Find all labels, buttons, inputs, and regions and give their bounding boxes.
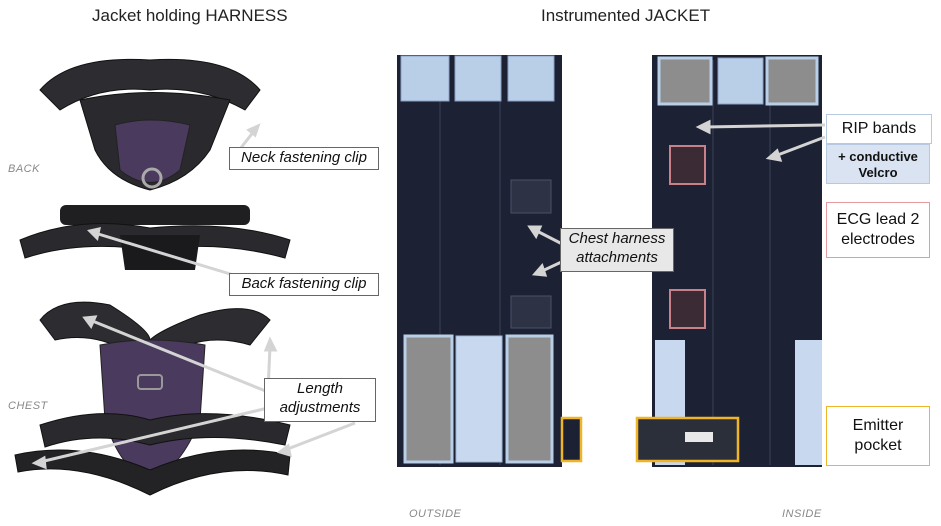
neck-clip-callout: Neck fastening clip [229, 147, 379, 170]
jacket-inside-image [635, 55, 822, 467]
legend-rip-bands: RIP bands [826, 114, 932, 144]
legend-ecg-electrodes: ECG lead 2 electrodes [826, 202, 930, 258]
legend-velcro-line1: + conductive [838, 149, 918, 164]
legend-conductive-velcro: + conductive Velcro [826, 144, 930, 184]
length-adjustments-callout: Length adjustments [264, 378, 376, 422]
chest-attachments-line1: Chest harness [568, 230, 666, 247]
length-adjustments-line2: adjustments [279, 399, 361, 416]
harness-back-image [19, 58, 291, 270]
legend-ecg-line2: electrodes [841, 231, 915, 248]
chest-label: CHEST [8, 400, 48, 412]
back-clip-callout: Back fastening clip [229, 273, 379, 296]
harness-chest-image [14, 301, 291, 496]
legend-emitter-line1: Emitter [852, 417, 904, 434]
jacket-outside-image [397, 55, 583, 467]
legend-ecg-line1: ECG lead 2 [836, 211, 920, 228]
legend-velcro-line2: Velcro [858, 165, 898, 180]
chest-attachments-callout: Chest harness attachments [560, 228, 674, 272]
chest-attachments-line2: attachments [576, 249, 658, 266]
outside-label: OUTSIDE [409, 508, 462, 520]
back-label: BACK [8, 163, 40, 175]
length-adjustments-line1: Length [297, 380, 343, 397]
right-panel-title: Instrumented JACKET [541, 6, 711, 25]
inside-label: INSIDE [782, 508, 822, 520]
legend-emitter-pocket: Emitter pocket [826, 406, 930, 466]
left-panel-title: Jacket holding HARNESS [92, 6, 288, 25]
legend-emitter-line2: pocket [854, 437, 902, 454]
